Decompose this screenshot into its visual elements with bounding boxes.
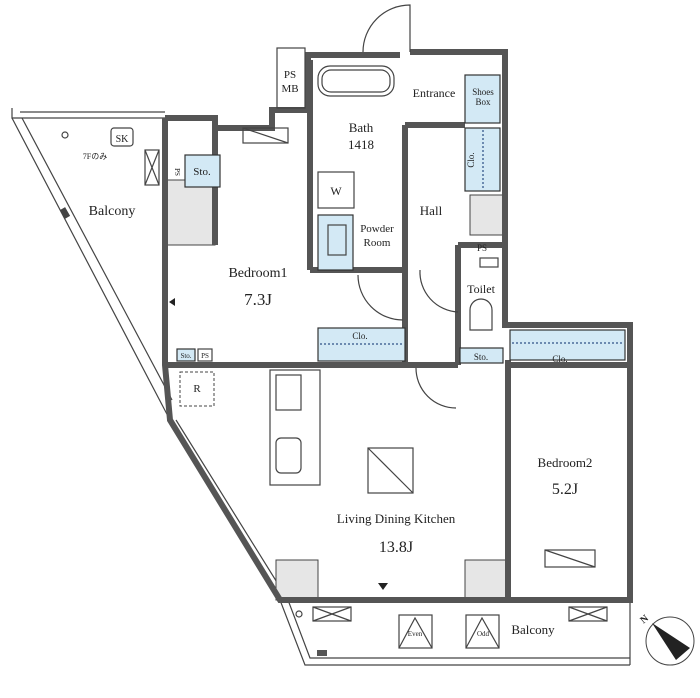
compass-icon: N: [638, 613, 695, 666]
balcony-west-area: [11, 108, 173, 421]
bedroom2-size: 5.2J: [552, 481, 578, 498]
sk-note: 7Fのみ: [83, 152, 107, 161]
hall-label: Hall: [420, 203, 443, 218]
r-label: R: [193, 383, 201, 395]
bedroom1-size: 7.3J: [244, 290, 272, 309]
sink-sk: [110, 127, 134, 147]
entrance-door[interactable]: [362, 4, 411, 53]
shoes-box-label-2: Box: [475, 97, 491, 107]
clo-hall-label: Clo.: [466, 152, 476, 167]
powder-room-label: Powder: [360, 223, 394, 235]
north-label: N: [638, 613, 651, 627]
ps-toilet-label: PS: [477, 243, 487, 253]
bath-label: Bath: [349, 120, 374, 135]
clo-bedroom2-label: Clo.: [552, 354, 567, 364]
bedroom1-label: Bedroom1: [228, 266, 287, 281]
ldk-size: 13.8J: [379, 539, 413, 556]
balcony-south-label: Balcony: [511, 622, 555, 637]
fixtures: [169, 65, 596, 590]
clo-bedroom1-label: Clo.: [352, 331, 367, 341]
powder-room-label-2: Room: [364, 237, 391, 249]
entrance-label: Entrance: [413, 86, 456, 100]
storage-blocks: [176, 47, 626, 364]
ldk-label: Living Dining Kitchen: [337, 511, 456, 526]
mb-label: MB: [281, 83, 298, 95]
washer-label: W: [330, 184, 342, 198]
odd-label: Odd: [477, 630, 490, 638]
ps-side-label: PS: [173, 168, 181, 176]
bath-size: 1418: [348, 137, 374, 152]
ps-label: PS: [284, 69, 296, 81]
sto-toilet-label: Sto.: [474, 352, 488, 362]
bedroom2-label: Bedroom2: [538, 455, 593, 470]
shoes-box-label: Shoes: [472, 87, 494, 97]
sto-small-label: Sto.: [180, 352, 191, 360]
structural-columns: [164, 179, 508, 601]
sto-bedroom1-label: Sto.: [193, 166, 211, 178]
walls: [162, 49, 633, 603]
balcony-west-label: Balcony: [89, 204, 136, 219]
sk-label: SK: [116, 134, 130, 145]
even-label: Even: [408, 630, 423, 638]
toilet-label: Toilet: [467, 282, 495, 296]
ps-small-label: PS: [201, 352, 209, 360]
